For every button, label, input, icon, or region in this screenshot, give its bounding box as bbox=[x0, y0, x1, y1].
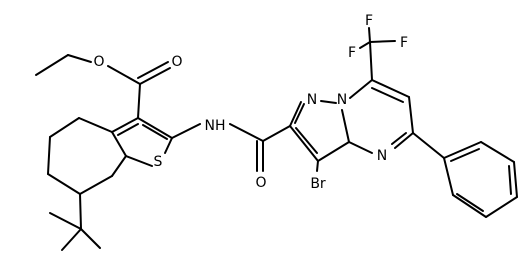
pyrimidine-ring bbox=[348, 79, 414, 154]
bridgehead-nitrogen-label: N bbox=[337, 92, 347, 108]
pyrimidine-nitrogen-label: N bbox=[377, 148, 387, 164]
amide-nh-label: NH bbox=[205, 118, 226, 134]
fluorine-left-label: F bbox=[348, 45, 356, 61]
cyclohexene-ring bbox=[47, 117, 127, 195]
fluorine-top-label: F bbox=[365, 13, 373, 29]
ethyl-ester-group bbox=[35, 54, 171, 119]
pyrazole-ring bbox=[289, 100, 350, 172]
carbonyl-oxygen-label: O bbox=[171, 54, 182, 70]
ester-oxygen-label: O bbox=[93, 54, 104, 70]
trifluoromethyl-group bbox=[359, 27, 396, 81]
thiophene-sulfur-label: S bbox=[154, 154, 163, 170]
phenyl-ring bbox=[412, 132, 518, 218]
pyrazole-nitrogen-label: N bbox=[307, 92, 317, 108]
tert-butyl-group bbox=[49, 193, 101, 251]
amide-oxygen-label: O bbox=[255, 175, 266, 191]
thiophene-ring bbox=[111, 117, 173, 167]
bromine-label: Br bbox=[310, 176, 326, 192]
amide-linker bbox=[171, 123, 291, 172]
fluorine-right-label: F bbox=[400, 35, 408, 51]
